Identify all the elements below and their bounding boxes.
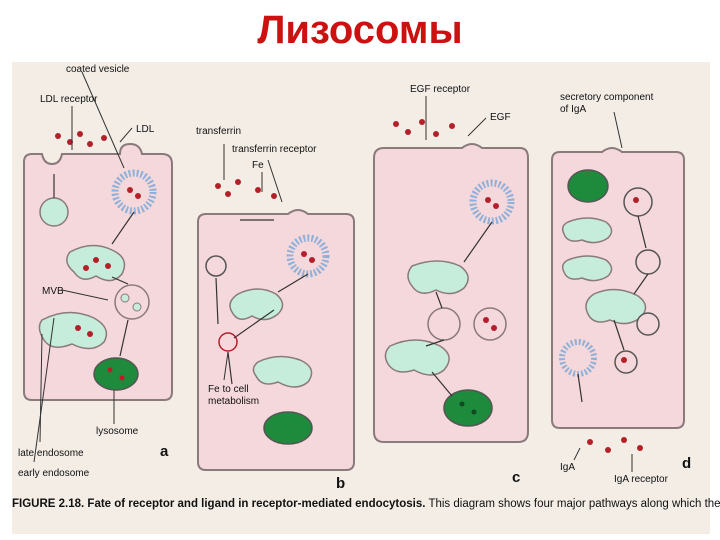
endosome-a [39, 197, 69, 227]
label-fe-to-cell-1: Fe to cell [208, 384, 249, 395]
label-secretory-1: secretory component [560, 92, 654, 103]
endosome-b [229, 288, 284, 321]
vesicle-b [205, 255, 227, 277]
early-endosome-c [407, 260, 469, 295]
label-mvb: MVB [42, 286, 64, 297]
panel-d: secretory component of IgA IgA IgA recep… [551, 92, 691, 485]
endosome-d-3 [585, 288, 647, 325]
nucleus-d [567, 169, 609, 203]
endosome-d-2 [561, 255, 613, 282]
lysosome-a [93, 357, 139, 391]
figure-drawing: coated vesicle LDL receptor LDL MVB lyso… [18, 64, 691, 492]
late-endosome-b [252, 355, 313, 388]
label-transferrin-receptor: transferrin receptor [232, 144, 317, 155]
mvb-a [114, 284, 150, 320]
label-egf: EGF [490, 112, 511, 123]
lysosome-c [443, 389, 493, 427]
panel-a: coated vesicle LDL receptor LDL MVB lyso… [18, 64, 173, 479]
vesicle-d-3 [636, 312, 660, 336]
coated-vesicle-b [286, 234, 330, 278]
caption-text: This diagram shows four major pathways a… [425, 498, 720, 510]
panel-c: EGF receptor EGF c [373, 84, 529, 486]
caption-bold-text: Fate of receptor and ligand in receptor-… [87, 498, 426, 510]
early-endosome-a [66, 244, 126, 282]
recycling-vesicle-b [218, 332, 238, 352]
caption-figure-label: FIGURE 2.18. [12, 498, 85, 510]
vesicle-d-2 [635, 249, 661, 275]
panel-letter-d: d [682, 455, 691, 472]
label-ldl-receptor: LDL receptor [40, 94, 98, 105]
figure-caption: FIGURE 2.18. Fate of receptor and ligand… [12, 498, 720, 510]
label-early-endosome: early endosome [18, 468, 90, 479]
mvb-c-1 [427, 307, 461, 341]
label-iga: IgA [560, 462, 575, 473]
label-coated-vesicle: coated vesicle [66, 64, 130, 75]
label-ldl: LDL [136, 124, 155, 135]
endosome-d-1 [561, 217, 613, 244]
coated-vesicle-a [111, 169, 157, 215]
mvb-c-2 [473, 307, 507, 341]
label-egf-receptor: EGF receptor [410, 84, 471, 95]
late-endosome-c [384, 339, 450, 376]
panel-b: transferrin transferrin receptor Fe Fe t… [196, 126, 355, 492]
late-endosome-a [38, 311, 108, 350]
panel-letter-b: b [336, 475, 345, 492]
label-fe-to-cell-2: metabolism [208, 396, 259, 407]
label-transferrin: transferrin [196, 126, 241, 137]
lysosome-b [263, 411, 313, 445]
coated-vesicle-c [469, 179, 515, 225]
coated-vesicle-d [559, 339, 597, 377]
label-late-endosome: late endosome [18, 448, 84, 459]
slide-title: Лизосомы [257, 8, 463, 52]
label-fe: Fe [252, 160, 264, 171]
endocytosis-figure: coated vesicle LDL receptor LDL MVB lyso… [12, 62, 710, 534]
label-secretory-2: of IgA [560, 104, 586, 115]
panel-letter-a: a [160, 443, 169, 460]
label-lysosome: lysosome [96, 426, 139, 437]
panel-letter-c: c [512, 469, 520, 486]
label-iga-receptor: IgA receptor [614, 474, 669, 485]
